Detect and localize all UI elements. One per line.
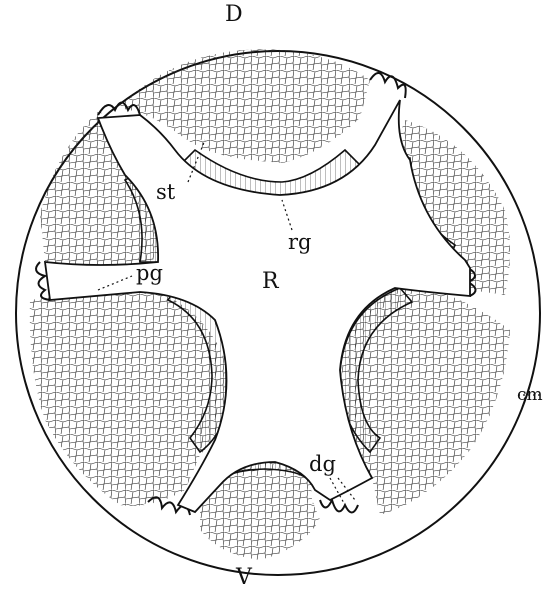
label-rectal-gland: rg <box>288 232 311 253</box>
label-dorsal-gland: dg <box>309 454 336 475</box>
label-stomodeum: st <box>156 182 175 203</box>
label-rectum: R <box>262 271 279 293</box>
label-dorsal: D <box>225 4 243 26</box>
label-ventral: V <box>236 567 252 589</box>
label-pericardial-gland: pg <box>136 263 163 284</box>
label-circular-muscle: cm <box>517 387 543 404</box>
